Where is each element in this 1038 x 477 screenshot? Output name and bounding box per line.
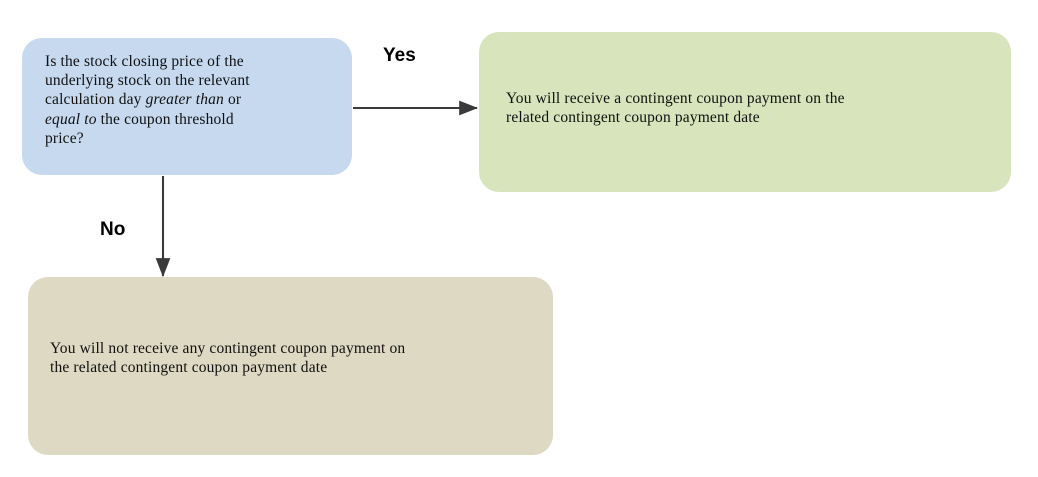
decision-line-1: Is the stock closing price of the — [45, 53, 244, 70]
yes-line-1: You will receive a contingent coupon pay… — [506, 90, 845, 107]
decision-node[interactable]: Is the stock closing price of the underl… — [22, 38, 352, 175]
yes-edge-label: Yes — [383, 45, 416, 66]
decision-node-text: Is the stock closing price of the underl… — [45, 52, 333, 148]
no-outcome-node-text: You will not receive any contingent coup… — [50, 339, 528, 377]
no-line-1: You will not receive any contingent coup… — [50, 340, 406, 357]
yes-outcome-node-text: You will receive a contingent coupon pay… — [506, 89, 981, 127]
decision-italic-greater-than: greater than — [145, 91, 224, 109]
decision-italic-equal-to: equal to — [45, 110, 97, 128]
no-outcome-node[interactable]: You will not receive any contingent coup… — [28, 277, 553, 455]
decision-line-2: underlying stock on the relevant — [45, 72, 250, 90]
decision-line-3-prefix: calculation day — [45, 91, 146, 109]
yes-line-2: related contingent coupon payment date — [506, 109, 760, 127]
no-edge-label: No — [100, 219, 126, 240]
decision-line-3-suffix: or — [223, 91, 242, 109]
yes-outcome-node[interactable]: You will receive a contingent coupon pay… — [479, 32, 1011, 192]
decision-line-4-suffix: the coupon threshold — [96, 110, 234, 128]
no-line-2: the related contingent coupon payment da… — [50, 359, 328, 377]
decision-line-5: price? — [45, 129, 84, 147]
